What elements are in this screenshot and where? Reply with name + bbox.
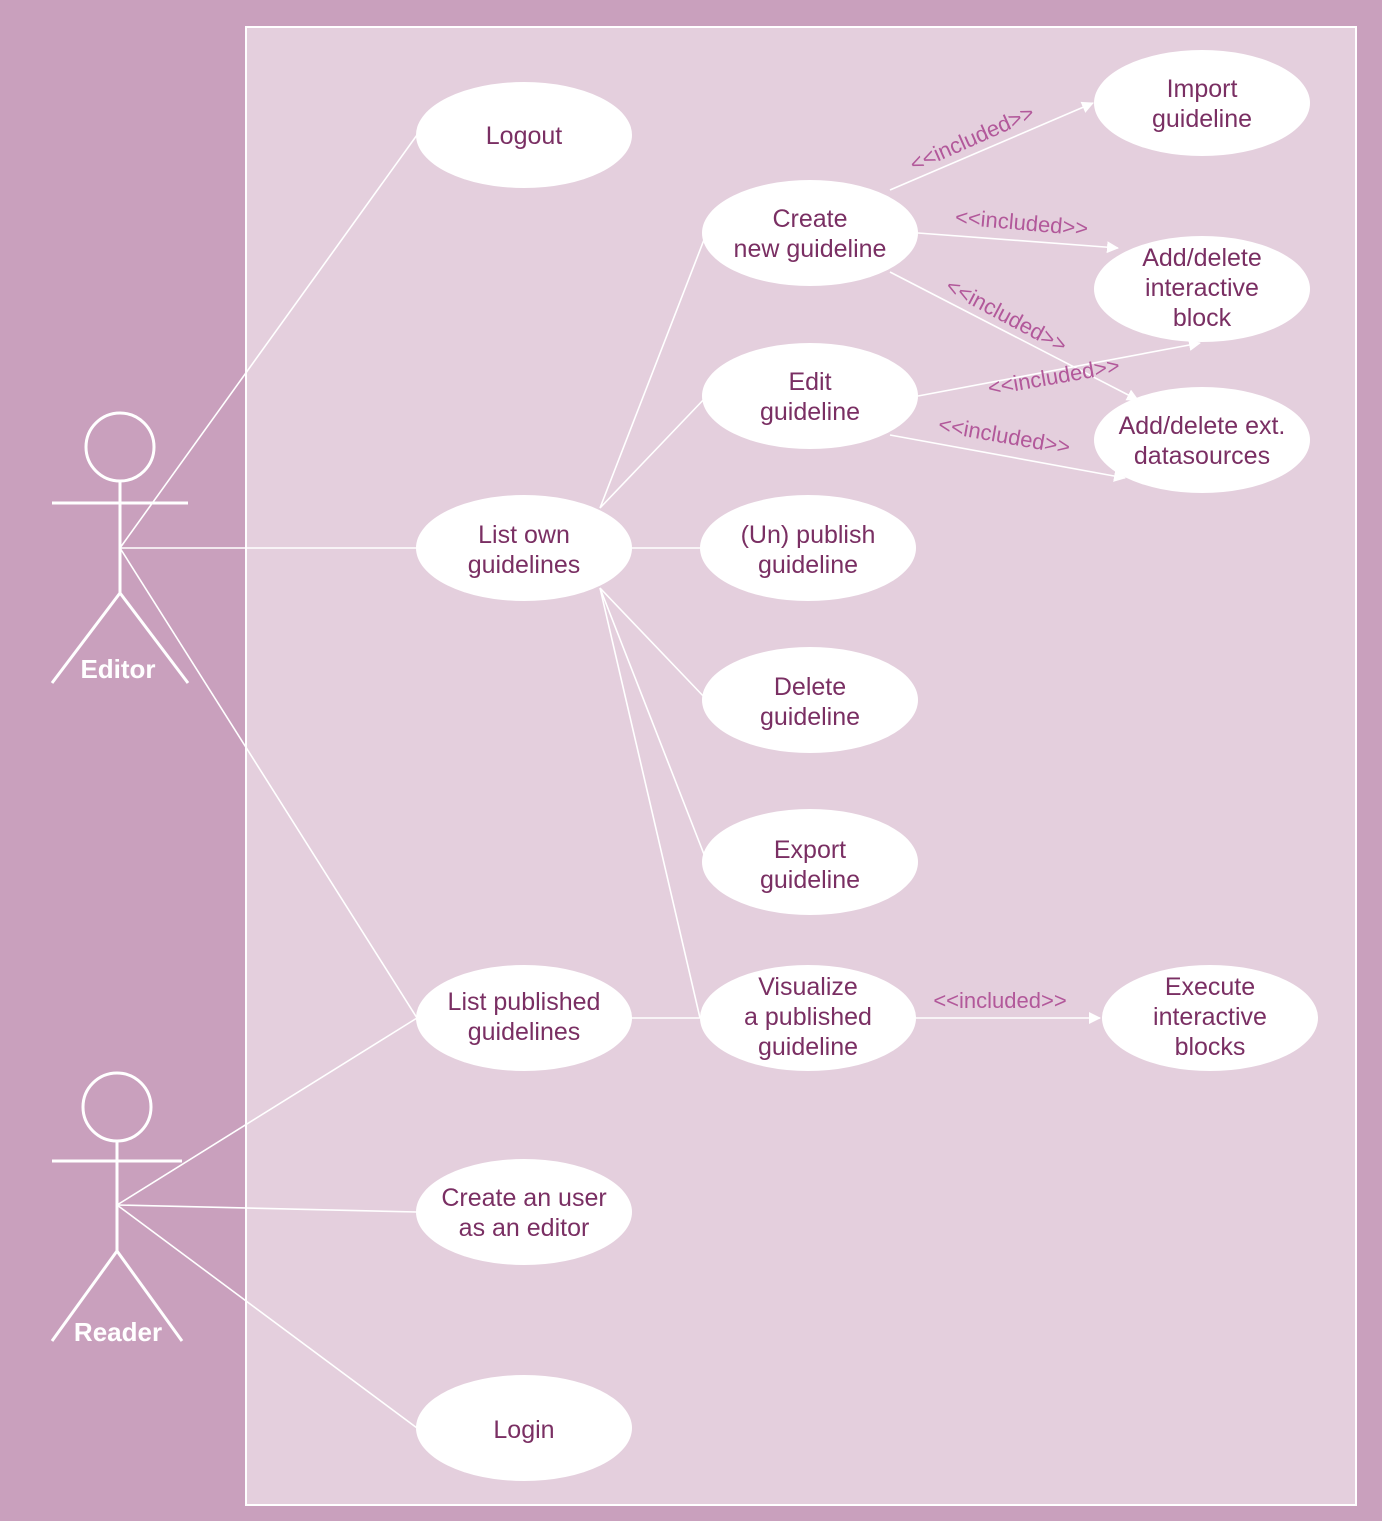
actor-label: Reader: [74, 1317, 162, 1347]
use-case-login[interactable]: Login: [416, 1375, 632, 1481]
assoc-reader-create-user: [116, 1204, 418, 1213]
assoc-reader-list-published: [116, 1017, 418, 1206]
use-case-label: Add/delete: [1142, 244, 1262, 272]
use-case-label: Logout: [486, 122, 563, 150]
use-case-edit-guideline[interactable]: Edit guideline: [702, 343, 918, 449]
use-case-label: guideline: [758, 1033, 858, 1061]
include-arrow-add-block-from-create: [917, 232, 1119, 254]
use-case-label: interactive: [1145, 274, 1259, 302]
use-case-label: new guideline: [734, 235, 887, 263]
use-case-label: Execute: [1165, 973, 1255, 1001]
use-case-label: Export: [774, 836, 846, 864]
use-case-delete-guideline[interactable]: Delete guideline: [702, 647, 918, 753]
assoc-editor-logout: [119, 134, 418, 549]
include-arrow-add-block-from-edit: [917, 339, 1201, 397]
use-case-label: a published: [744, 1003, 872, 1031]
use-case-list-published-guidelines[interactable]: List published guidelines: [416, 965, 632, 1071]
assoc-list-own-edit: [599, 395, 708, 509]
assoc-list-own-create: [599, 231, 708, 509]
use-case-label: guideline: [1152, 105, 1252, 133]
use-case-list-own-guidelines[interactable]: List own guidelines: [416, 495, 632, 601]
use-case-label: interactive: [1153, 1003, 1267, 1031]
use-case-label: Delete: [774, 673, 846, 701]
use-case-label: guideline: [760, 866, 860, 894]
use-case-create-new-guideline[interactable]: Create new guideline: [702, 180, 918, 286]
assoc-list-own-delete: [599, 587, 708, 701]
actor-reader: Reader: [50, 1071, 184, 1347]
use-case-label: Edit: [788, 368, 831, 396]
use-case-label: block: [1173, 304, 1232, 332]
include-arrow-add-ext-from-create: [889, 271, 1139, 401]
use-case-label: blocks: [1175, 1033, 1246, 1061]
use-case-add-delete-ext-datasources[interactable]: Add/delete ext. datasources: [1094, 387, 1310, 493]
use-case-label: guideline: [758, 551, 858, 579]
include-arrow-add-ext-from-edit: [889, 434, 1126, 482]
use-case-publish-guideline[interactable]: (Un) publish guideline: [700, 495, 916, 601]
use-case-label: datasources: [1134, 442, 1270, 470]
use-case-label: List own: [478, 521, 570, 549]
use-case-label: as an editor: [459, 1214, 590, 1242]
use-case-label: Visualize: [758, 973, 858, 1001]
use-case-label: Login: [493, 1416, 554, 1444]
use-case-visualize-published-guideline[interactable]: Visualize a published guideline: [700, 965, 916, 1071]
assoc-editor-list-published: [119, 547, 418, 1019]
use-case-label: Import: [1167, 75, 1238, 103]
include-label: <<included>>: [933, 988, 1066, 1013]
use-case-label: guidelines: [468, 1018, 581, 1046]
use-case-label: List published: [448, 988, 601, 1016]
actor-associations: [116, 134, 418, 1429]
assoc-list-own-visualize: [599, 587, 701, 1019]
use-case-label: guidelines: [468, 551, 581, 579]
include-arrow-import: [889, 101, 1094, 191]
assoc-list-own-export: [599, 587, 708, 863]
use-case-label: guideline: [760, 398, 860, 426]
use-case-label: (Un) publish: [741, 521, 876, 549]
stick-figure-icon: [50, 1071, 184, 1342]
stick-figure-icon: [50, 411, 190, 684]
use-case-import-guideline[interactable]: Import guideline: [1094, 50, 1310, 156]
use-case-associations: [599, 231, 708, 1019]
actor-editor: Editor: [50, 411, 190, 684]
use-case-label: Add/delete ext.: [1119, 412, 1286, 440]
use-case-create-user-as-editor[interactable]: Create an user as an editor: [416, 1159, 632, 1265]
use-case-execute-interactive-blocks[interactable]: Execute interactive blocks: [1102, 965, 1318, 1071]
use-case-label: Create: [772, 205, 847, 233]
assoc-reader-login: [116, 1204, 418, 1429]
use-case-label: guideline: [760, 703, 860, 731]
use-case-logout[interactable]: Logout: [416, 82, 632, 188]
actor-label: Editor: [80, 654, 155, 684]
use-case-add-delete-interactive-block[interactable]: Add/delete interactive block: [1094, 236, 1310, 342]
use-case-export-guideline[interactable]: Export guideline: [702, 809, 918, 915]
use-case-label: Create an user: [441, 1184, 606, 1212]
